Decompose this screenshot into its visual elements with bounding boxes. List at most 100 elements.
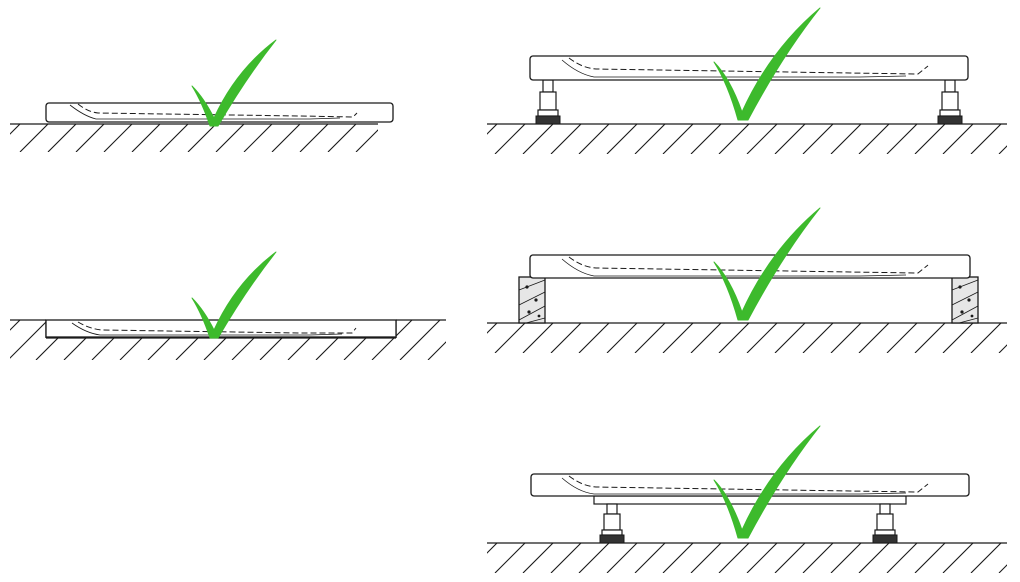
panel-tray-recessed-in-floor (10, 251, 446, 360)
shower-tray (529, 55, 969, 81)
hatch-line (662, 323, 694, 353)
checkmark-icon (713, 7, 821, 121)
hatch-line (830, 124, 862, 154)
hatch-line (578, 323, 610, 353)
frame-foot-right (872, 503, 898, 544)
hatch-line (427, 341, 446, 360)
floor-hatching (487, 322, 1007, 353)
hatch-line (942, 543, 974, 573)
hatch-line (886, 124, 918, 154)
hatch-line (662, 543, 694, 573)
hatch-line (774, 543, 806, 573)
hatch-line (550, 323, 582, 353)
hatch-line (606, 124, 638, 154)
hatch-line (718, 543, 750, 573)
hatch-line (858, 323, 890, 353)
panel-tray-on-support-blocks (487, 207, 1007, 353)
hatch-line (970, 543, 1002, 573)
checkmark-icon (191, 39, 277, 127)
hatch-line (371, 320, 413, 360)
support-block-right (951, 276, 979, 324)
hatch-line (131, 124, 161, 152)
checkmark-icon (713, 425, 821, 539)
hatch-line (606, 543, 638, 573)
hatch-line (578, 124, 610, 154)
hatch-line (47, 124, 77, 152)
hatch-line (299, 124, 329, 152)
hatch-line (970, 124, 1002, 154)
hatch-line (858, 124, 890, 154)
hatch-line (494, 323, 526, 353)
hatch-line (802, 124, 834, 154)
hatch-line (718, 124, 750, 154)
adjustable-foot-right (937, 79, 963, 125)
hatch-line (494, 543, 526, 573)
hatch-line (830, 543, 862, 573)
hatch-line (187, 124, 217, 152)
shower-tray (530, 473, 970, 497)
hatch-line (886, 323, 918, 353)
hatch-line (10, 124, 21, 135)
panel-tray-on-adjustable-feet (487, 7, 1007, 154)
hatch-line (830, 323, 862, 353)
hatch-line (634, 323, 666, 353)
hatch-line (10, 320, 21, 331)
hatch-line (550, 124, 582, 154)
hatch-line (690, 124, 722, 154)
hatch-line (886, 543, 918, 573)
hatch-line (690, 323, 722, 353)
frame-foot-left (599, 503, 625, 544)
hatch-line (578, 543, 610, 573)
hatch-line (634, 543, 666, 573)
checkmark-icon (191, 251, 277, 339)
hatch-line (75, 124, 105, 152)
hatch-line (746, 124, 778, 154)
hatch-line (215, 124, 245, 152)
floor-hatching (487, 542, 1007, 573)
hatch-line (19, 124, 49, 152)
hatch-line (355, 129, 378, 152)
hatch-line (522, 543, 554, 573)
floor-hatching (487, 123, 1007, 154)
hatch-line (487, 543, 498, 554)
checkmark-icon (713, 207, 821, 321)
hatch-line (774, 323, 806, 353)
hatch-line (998, 564, 1007, 573)
hatch-line (399, 320, 441, 360)
hatch-line (103, 124, 133, 152)
hatch-line (914, 124, 946, 154)
hatch-line (942, 124, 974, 154)
hatch-line (327, 124, 357, 152)
support-block-left (518, 276, 546, 324)
hatch-line (774, 124, 806, 154)
hatch-line (550, 543, 582, 573)
hatch-line (243, 124, 273, 152)
hatch-line (970, 323, 1002, 353)
floor-hatching (10, 123, 378, 152)
hatch-line (634, 124, 666, 154)
hatch-line (10, 320, 49, 359)
hatch-line (487, 323, 498, 334)
hatch-line (998, 344, 1007, 353)
hatch-line (487, 124, 498, 135)
hatch-line (802, 323, 834, 353)
hatch-line (690, 543, 722, 573)
hatch-line (662, 124, 694, 154)
hatch-line (746, 323, 778, 353)
hatch-line (159, 124, 189, 152)
hatch-line (746, 543, 778, 573)
hatch-line (606, 323, 638, 353)
hatch-line (858, 543, 890, 573)
hatch-line (942, 323, 974, 353)
shower-tray (529, 254, 971, 279)
hatch-line (494, 124, 526, 154)
hatch-line (271, 124, 301, 152)
adjustable-foot-left (535, 79, 561, 125)
hatch-line (802, 543, 834, 573)
panel-tray-on-floor (10, 39, 394, 152)
hatch-line (718, 323, 750, 353)
hatch-line (914, 323, 946, 353)
hatch-line (914, 543, 946, 573)
